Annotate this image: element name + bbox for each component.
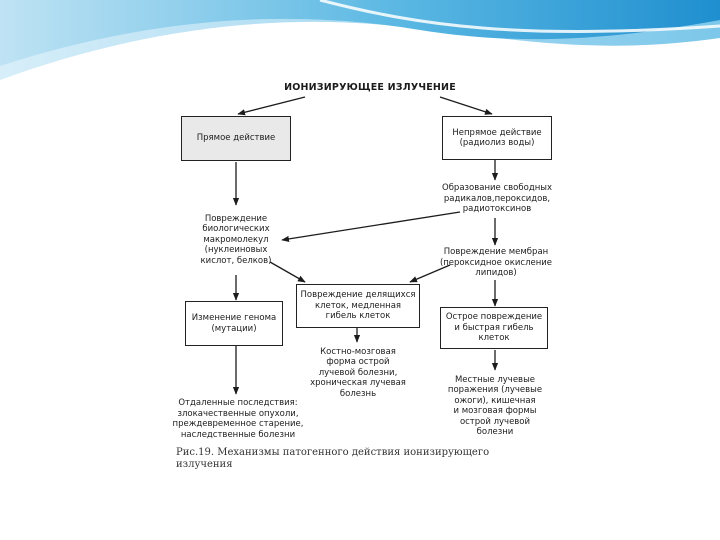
arrow-radicals-biomolecules	[281, 211, 461, 242]
node-membrane-damage: Повреждение мембран (пероксидное окислен…	[439, 247, 553, 279]
node-direct-action: Прямое действие	[181, 116, 291, 161]
arrow-membranes-dividing	[409, 264, 451, 283]
diagram-title: ИОНИЗИРУЮЩЕЕ ИЗЛУЧЕНИЕ	[284, 81, 456, 93]
arrow-biomolecules-dividing	[269, 261, 306, 283]
node-biomolecule-damage: Повреждение биологических макромолекул (…	[200, 213, 272, 266]
node-genome-change: Изменение генома (мутации)	[185, 301, 283, 346]
node-bone-marrow-form: Костно-мозговая форма острой лучевой бол…	[310, 346, 406, 399]
node-free-radicals: Образование свободных радикалов,пероксид…	[442, 183, 552, 215]
arrow-title-indirect	[439, 96, 493, 115]
node-local-lesions: Местные лучевые поражения (лучевые ожоги…	[447, 374, 543, 438]
node-dividing-cells-damage: Повреждение делящихся клеток, медленная …	[296, 284, 420, 328]
banner-wave-highlight	[319, 0, 720, 34]
node-acute-damage: Острое повреждение и быстрая гибель клет…	[440, 307, 548, 349]
figure-caption: Рис.19. Механизмы патогенного действия и…	[176, 447, 490, 470]
arrow-title-direct	[237, 96, 306, 116]
node-remote-consequences: Отдаленные последствия: злокачественные …	[172, 398, 304, 440]
banner-wave-front	[0, 0, 720, 66]
node-indirect-action: Непрямое действие (радиолиз воды)	[442, 116, 552, 160]
decorative-banner	[0, 0, 720, 80]
